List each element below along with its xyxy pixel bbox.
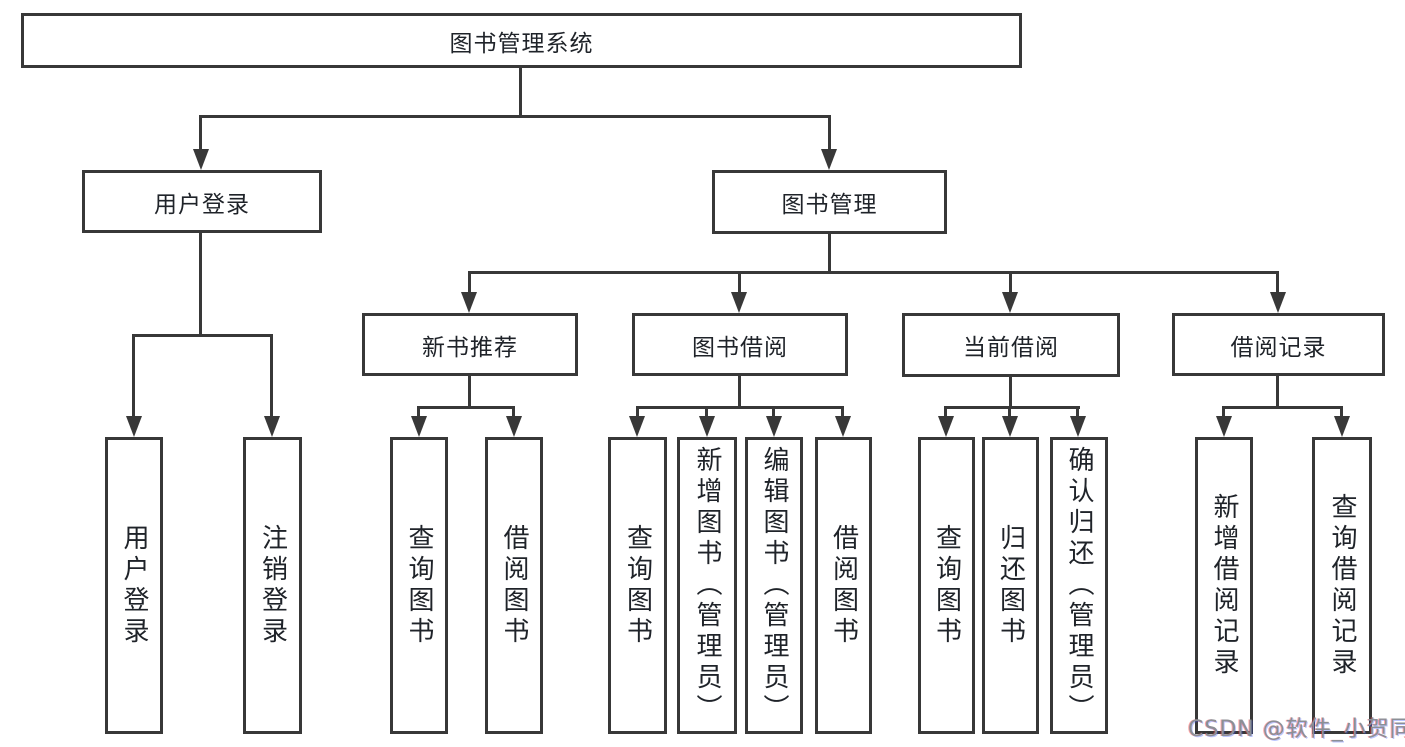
connector-vline [738, 376, 741, 409]
leaf-borrow-books-borrow: 借阅图书 [815, 437, 872, 734]
connector-vline [1276, 376, 1279, 409]
node-user-login: 用户登录 [82, 170, 322, 233]
leaf-logout: 注销登录 [243, 437, 302, 734]
leaf-confirm-return-admin: 确认归还（管理员） [1050, 437, 1108, 734]
connector-vline [468, 271, 471, 295]
connector-vline [772, 406, 775, 418]
arrow-down-icon [629, 416, 645, 437]
arrow-down-icon [731, 292, 747, 313]
arrow-down-icon [126, 416, 142, 437]
leaf-add-books-admin: 新增图书（管理员） [677, 437, 737, 734]
connector-hline [1222, 406, 1343, 409]
connector-vline [1008, 406, 1011, 418]
arrow-down-icon [1334, 416, 1350, 437]
connector-vline [270, 334, 273, 418]
leaf-query-books-current: 查询图书 [918, 437, 975, 734]
connector-vline [417, 406, 420, 418]
arrow-down-icon [193, 149, 209, 170]
connector-vline [132, 334, 135, 418]
connector-vline [468, 376, 471, 409]
connector-hline [636, 406, 844, 409]
node-new-book-recommend: 新书推荐 [362, 313, 578, 376]
arrow-down-icon [835, 416, 851, 437]
node-book-borrow: 图书借阅 [632, 313, 848, 376]
connector-vline [705, 406, 708, 418]
connector-vline [1340, 406, 1343, 418]
connector-vline [519, 68, 522, 118]
leaf-query-books-borrow: 查询图书 [608, 437, 667, 734]
watermark: CSDN @软件_小贺同学 [1188, 717, 1405, 742]
leaf-query-books-recommend: 查询图书 [390, 437, 448, 734]
connector-hline [944, 406, 1080, 409]
connector-vline [636, 406, 639, 418]
node-root: 图书管理系统 [21, 13, 1022, 68]
arrow-down-icon [1070, 416, 1086, 437]
connector-vline [944, 406, 947, 418]
connector-vline [1222, 406, 1225, 418]
arrow-down-icon [766, 416, 782, 437]
connector-vline [1009, 271, 1012, 295]
arrow-down-icon [411, 416, 427, 437]
connector-hline [199, 115, 830, 118]
arrow-down-icon [821, 149, 837, 170]
leaf-borrow-books-recommend: 借阅图书 [485, 437, 543, 734]
connector-vline [1276, 271, 1279, 295]
connector-vline [1009, 376, 1012, 409]
connector-vline [828, 234, 831, 274]
arrow-down-icon [1216, 416, 1232, 437]
leaf-user-login: 用户登录 [105, 437, 163, 734]
connector-vline [199, 115, 202, 151]
connector-hline [468, 271, 1279, 274]
leaf-add-borrow-record: 新增借阅记录 [1195, 437, 1253, 734]
arrow-down-icon [1002, 292, 1018, 313]
node-borrow-records: 借阅记录 [1172, 313, 1385, 376]
connector-hline [132, 334, 273, 337]
connector-hline [417, 406, 515, 409]
arrow-down-icon [264, 416, 280, 437]
arrow-down-icon [938, 416, 954, 437]
arrow-down-icon [1002, 416, 1018, 437]
connector-vline [199, 233, 202, 336]
node-book-management: 图书管理 [712, 170, 947, 234]
connector-vline [841, 406, 844, 418]
leaf-edit-books-admin: 编辑图书（管理员） [745, 437, 803, 734]
connector-vline [512, 406, 515, 418]
connector-vline [828, 115, 831, 151]
arrow-down-icon [699, 416, 715, 437]
arrow-down-icon [1270, 292, 1286, 313]
connector-vline [1076, 406, 1079, 418]
leaf-query-borrow-record: 查询借阅记录 [1312, 437, 1372, 734]
connector-vline [738, 271, 741, 295]
arrow-down-icon [461, 292, 477, 313]
node-current-borrow: 当前借阅 [902, 313, 1120, 377]
leaf-return-books: 归还图书 [982, 437, 1039, 734]
arrow-down-icon [506, 416, 522, 437]
